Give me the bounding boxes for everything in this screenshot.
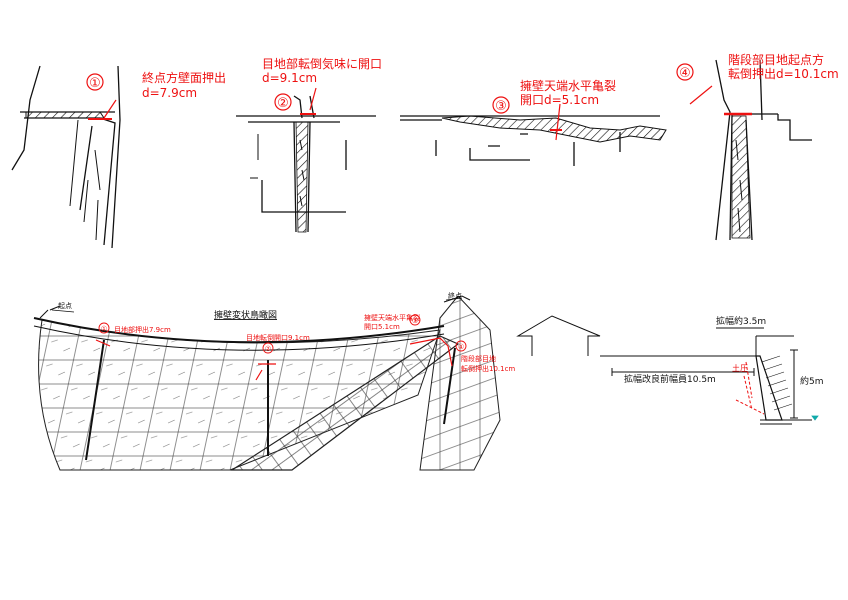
overview-label-4: 階段部目地 xyxy=(461,354,496,363)
overview-marker-1: ① xyxy=(101,325,107,333)
height-label: 約5m xyxy=(800,375,824,387)
detail-1-value: d=7.9cm xyxy=(142,86,197,100)
widen-label: 拡幅約3.5m xyxy=(716,315,766,327)
detail-3-label: 擁壁天端水平亀裂 xyxy=(520,78,616,93)
earth-pressure-arrows xyxy=(735,361,765,415)
detail-3-value: 開口d=5.1cm xyxy=(520,93,599,107)
overview-marker-4: ④ xyxy=(458,343,464,351)
detail-3-annotation xyxy=(492,96,562,141)
water-level-icon xyxy=(811,415,819,421)
width-label: 拡幅改良前幅員10.5m xyxy=(624,373,716,385)
overview-label-2: 目地転倒開口9.1cm xyxy=(246,333,310,342)
overview-wall-top xyxy=(33,317,445,344)
detail-1-label: 終点方壁面押出 xyxy=(142,70,226,85)
detail-2-annotation xyxy=(274,87,317,115)
overview-label-4b: 転倒押出10.1cm xyxy=(461,364,515,373)
overview-marker-3: ③ xyxy=(412,317,418,325)
earth-pressure-label: 土圧 xyxy=(732,363,748,373)
detail-2-marker: ② xyxy=(277,96,289,111)
detail-2-label: 目地部転倒気味に開口 xyxy=(262,56,382,71)
detail-4-value: 転倒押出d=10.1cm xyxy=(728,67,839,81)
detail-1-hatched-slab xyxy=(25,111,105,119)
house-icon xyxy=(516,315,601,356)
overview-end-label: 終点 xyxy=(448,291,462,300)
cross-section-diagram xyxy=(516,315,812,425)
detail-1-marker: ① xyxy=(89,76,101,91)
detail-4-annotation xyxy=(676,63,752,116)
overview-title: 擁壁変状鳥瞰図 xyxy=(214,309,277,321)
overview-marker-2: ② xyxy=(265,345,271,353)
detail-1-sketch xyxy=(11,65,121,249)
detail-3-marker: ③ xyxy=(495,99,507,114)
detail-3-sketch xyxy=(400,115,660,166)
detail-4-sketch xyxy=(715,59,812,241)
detail-2-value: d=9.1cm xyxy=(262,71,317,85)
overview-diagram xyxy=(33,295,501,471)
detail-4-label: 階段部目地起点方 xyxy=(728,52,824,67)
overview-right-slope xyxy=(419,295,501,471)
detail-1-annotation xyxy=(86,73,117,120)
overview-start-label: 起点 xyxy=(58,302,72,310)
detail-4-joint-hatch xyxy=(731,115,751,239)
overview-diagonal-stair xyxy=(229,335,460,471)
overview-label-3: 擁壁天端水平亀裂 xyxy=(364,313,420,322)
overview-label-1: 目地部押出7.9cm xyxy=(114,325,171,334)
detail-4-marker: ④ xyxy=(679,66,691,81)
detail-2-joint-hatch xyxy=(295,121,309,233)
overview-label-3b: 開口5.1cm xyxy=(364,323,400,331)
